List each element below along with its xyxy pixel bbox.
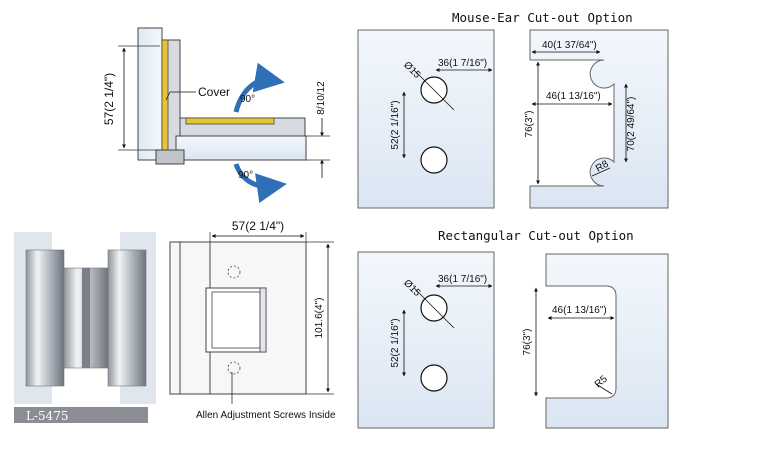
cover-label: Cover <box>198 85 230 99</box>
adjustment-screw-top-icon <box>227 265 241 279</box>
hole-bottom-icon <box>420 146 448 174</box>
rotate-down-label: 90° <box>238 170 253 181</box>
front-height-dimension: 101.6(4") <box>314 298 325 339</box>
front-width-dimension: 57(2 1/4") <box>232 219 284 233</box>
rectangular-holes-panel: Ø15 36(1 7/16") 52(2 1/16") <box>357 251 495 429</box>
rotate-up-arrow-icon <box>233 62 285 113</box>
mouse-ear-title: Mouse-Ear Cut-out Option <box>452 10 633 25</box>
mouse-hole-spacing: 52(2 1/16") <box>390 100 401 149</box>
mouse-cutout-height: 76(3") <box>524 111 535 138</box>
rect-radius: R5 <box>593 373 610 390</box>
product-code-badge <box>14 407 148 423</box>
cover-plate-horizontal <box>185 117 275 125</box>
rectangular-cutout-panel: 46(1 13/16") 76(3") R5 <box>522 253 669 429</box>
product-photo <box>14 232 156 404</box>
mouse-ear-cutout-panel: 40(1 37/64") 46(1 13/16") 76(3") 70(2 49… <box>524 29 669 209</box>
screws-note: Allen Adjustment Screws Inside <box>196 410 336 421</box>
rect-cutout-depth: 46(1 13/16") <box>552 305 607 316</box>
rect-hole-spacing: 52(2 1/16") <box>390 318 401 367</box>
rotate-down-arrow-icon <box>233 163 287 203</box>
adjustment-screw-bottom-icon <box>227 361 241 375</box>
product-code: L-5475 <box>26 409 69 423</box>
glass-thickness-dimension: 8/10/12 <box>316 81 327 115</box>
mouse-inner-height: 70(2 49/64") <box>626 97 637 152</box>
front-view-drawing: 57(2 1/4") 101.6(4") Allen Adjustment Sc… <box>169 219 336 421</box>
rect-cutout-height: 76(3") <box>522 329 533 356</box>
mouse-hole-offset: 36(1 7/16") <box>438 58 487 69</box>
mouse-ear-holes-panel: Ø15 36(1 7/16") 52(2 1/16") <box>357 29 495 209</box>
side-view-drawing: 57(2 1/4") Cover 90° 90° 8/10/12 <box>102 27 330 203</box>
rectangular-title: Rectangular Cut-out Option <box>438 228 634 243</box>
rect-hole-offset: 36(1 7/16") <box>438 274 487 285</box>
cover-plate-vertical <box>161 39 169 151</box>
mouse-cutout-depth: 46(1 13/16") <box>546 91 601 102</box>
mouse-ear-width: 40(1 37/64") <box>542 40 597 51</box>
rotate-up-label: 90° <box>240 94 255 105</box>
side-height-dimension: 57(2 1/4") <box>102 73 116 125</box>
rect-hole-bottom-icon <box>420 364 448 392</box>
